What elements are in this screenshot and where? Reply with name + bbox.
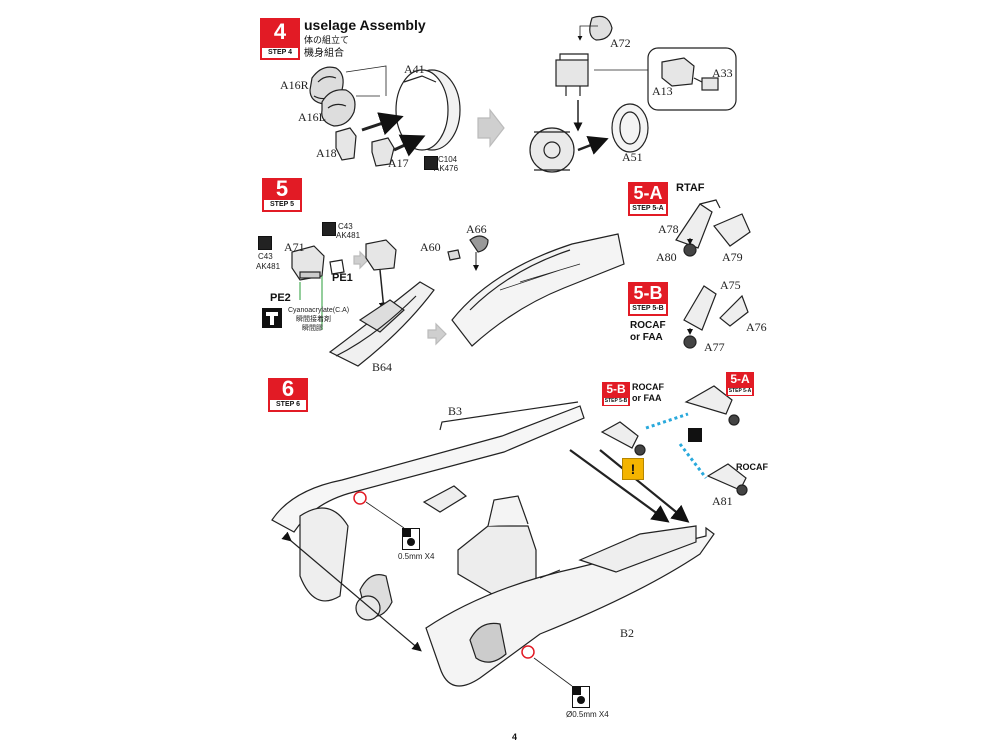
step6-rocaf-label: ROCAF: [736, 462, 768, 472]
step6-ref5b-number: 5-B: [606, 382, 626, 396]
drill-text-2: Ø0.5mm X4: [566, 710, 609, 719]
step4-paint-ak: AK476: [434, 164, 459, 173]
step4-badge: 4 STEP 4: [260, 18, 300, 60]
glue-text-zh: 瞬間膠: [302, 325, 323, 332]
part-a76-label: A76: [746, 320, 767, 334]
part-a77-label: A77: [704, 340, 725, 354]
step4-title: uselage Assembly: [304, 17, 426, 33]
part-a17-label: A17: [388, 156, 409, 170]
part-pe2-label: PE2: [270, 292, 291, 304]
drill-icon-1: [402, 528, 420, 550]
paint-swatch-icon-1: [322, 222, 336, 236]
paint-swatch-icon-2: [258, 236, 272, 250]
part-a18-label: A18: [316, 146, 337, 160]
step5ab-drawing: [675, 199, 751, 349]
part-a80-label: A80: [656, 250, 677, 264]
step5-paint1-ak: AK481: [336, 231, 361, 240]
drill-icon-2: [572, 686, 590, 708]
step5-number: 5: [275, 176, 289, 201]
attach-info-icon: [688, 428, 702, 442]
part-b2-label: B2: [620, 626, 635, 640]
step5-badge: 5 STEP 5: [262, 178, 302, 212]
part-a72-label: A72: [610, 36, 631, 50]
step5b-number: 5-B: [633, 283, 663, 303]
step4-title-zh: 機身組合: [304, 48, 344, 59]
part-a16r-label: A16R: [280, 78, 309, 92]
step5-paint1-c: C43: [338, 222, 353, 231]
step4-drawing: [309, 15, 737, 173]
part-b3-label: B3: [448, 404, 463, 418]
step5a-badge: 5-A STEP 5-A: [628, 182, 668, 216]
step4-step-label: STEP 4: [262, 48, 298, 58]
step5a-step-label: STEP 5-A: [630, 204, 666, 214]
step6-ref5a-step: STEP 5-A: [728, 388, 752, 395]
part-a33-label: A33: [712, 66, 733, 80]
step4-number: 4: [273, 19, 287, 44]
paint-swatch-icon: [424, 156, 438, 170]
step5b-variant-1: ROCAF: [630, 320, 666, 331]
step6-ref5b-step: STEP 5-B: [604, 398, 628, 405]
step5b-badge: 5-B STEP 5-B: [628, 282, 668, 316]
step5a-variant: RTAF: [676, 182, 705, 194]
step5-drawing: [291, 233, 625, 367]
step6-drawing: [271, 385, 748, 687]
step5b-step-label: STEP 5-B: [630, 304, 666, 314]
step5-step-label: STEP 5: [264, 200, 300, 210]
step5-paint2-ak: AK481: [256, 262, 281, 271]
part-a75-label: A75: [720, 278, 741, 292]
step5-paint2-c: C43: [258, 252, 273, 261]
part-pe1-label: PE1: [332, 272, 353, 284]
part-a13-label: A13: [652, 84, 673, 98]
step6-badge: 6 STEP 6: [268, 378, 308, 412]
page-number: 4: [512, 732, 518, 742]
part-a78-label: A78: [658, 222, 679, 236]
step6-step-label: STEP 6: [270, 400, 306, 410]
step5a-number: 5-A: [633, 183, 663, 203]
part-a60-label: A60: [420, 240, 441, 254]
glue-icon: [262, 308, 282, 328]
caution-icon: !: [622, 458, 644, 480]
part-a81-label: A81: [712, 494, 733, 508]
step6-ref5b-variant-1: ROCAF: [632, 382, 664, 392]
glue-text-jp: 瞬間接着剤: [296, 316, 331, 323]
step6-ref5a-number: 5-A: [730, 372, 750, 386]
part-a71-label: A71: [284, 240, 305, 254]
part-a16l-label: A16L: [298, 110, 326, 124]
part-b64-label: B64: [372, 360, 393, 374]
step6-ref5a-badge: 5-A STEP 5-A: [726, 372, 754, 396]
part-a41-label: A41: [404, 62, 425, 76]
step4-paint-c: C104: [438, 155, 458, 164]
step5b-variant-2: or FAA: [630, 332, 663, 343]
step4-title-jp: 体の組立て: [304, 35, 350, 45]
part-a66-label: A66: [466, 222, 487, 236]
step6-ref5b-variant-2: or FAA: [632, 393, 662, 403]
drill-text-1: 0.5mm X4: [398, 552, 435, 561]
part-a51-label: A51: [622, 150, 643, 164]
glue-text-en: Cyanoacrylate(C.A): [288, 307, 350, 314]
part-a79-label: A79: [722, 250, 743, 264]
step6-number: 6: [281, 376, 295, 401]
step6-ref5b-badge: 5-B STEP 5-B: [602, 382, 630, 406]
